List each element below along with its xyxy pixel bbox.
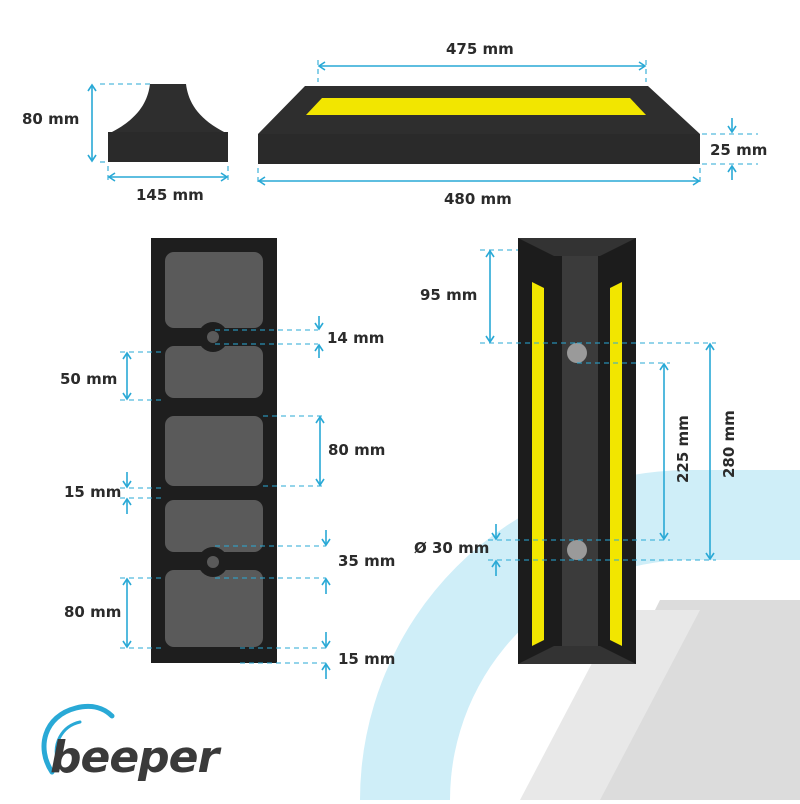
hole-gap-b-label: 35 mm — [338, 552, 395, 570]
mounting-hole-bottom — [567, 540, 587, 560]
top-width-label: 475 mm — [446, 40, 514, 58]
hole-gap-a-label: 14 mm — [327, 329, 384, 347]
total-span-label: 280 mm — [720, 410, 738, 478]
bottom-view: 14 mm 50 mm 80 mm 15 mm 35 mm 80 mm — [60, 238, 395, 679]
side-profile-view: 80 mm 145 mm — [22, 83, 229, 204]
gap-15-left-label: 15 mm — [64, 483, 121, 501]
top-offset-label: 95 mm — [420, 286, 477, 304]
hole-spacing-label: 225 mm — [674, 415, 692, 483]
block-c-label: 80 mm — [64, 603, 121, 621]
block-b-label: 80 mm — [328, 441, 385, 459]
front-view: 475 mm 480 mm 25 mm — [257, 40, 767, 208]
reflective-stripe-left — [532, 282, 544, 646]
beeper-logo: beeper — [41, 703, 223, 783]
top-view: 95 mm 225 mm 280 mm Ø 30 mm — [414, 238, 738, 664]
base-height-label: 25 mm — [710, 141, 767, 159]
brand-name: beeper — [50, 732, 222, 783]
block-a-label: 50 mm — [60, 370, 117, 388]
hole-diameter-label: Ø 30 mm — [414, 539, 489, 557]
side-width-label: 145 mm — [136, 186, 204, 204]
watermark-graphic — [360, 470, 800, 800]
gap-15-bottom-label: 15 mm — [338, 650, 395, 668]
bottom-width-label: 480 mm — [444, 190, 512, 208]
mounting-hole-top — [567, 343, 587, 363]
side-height-label: 80 mm — [22, 110, 79, 128]
reflective-stripe-right — [610, 282, 622, 646]
